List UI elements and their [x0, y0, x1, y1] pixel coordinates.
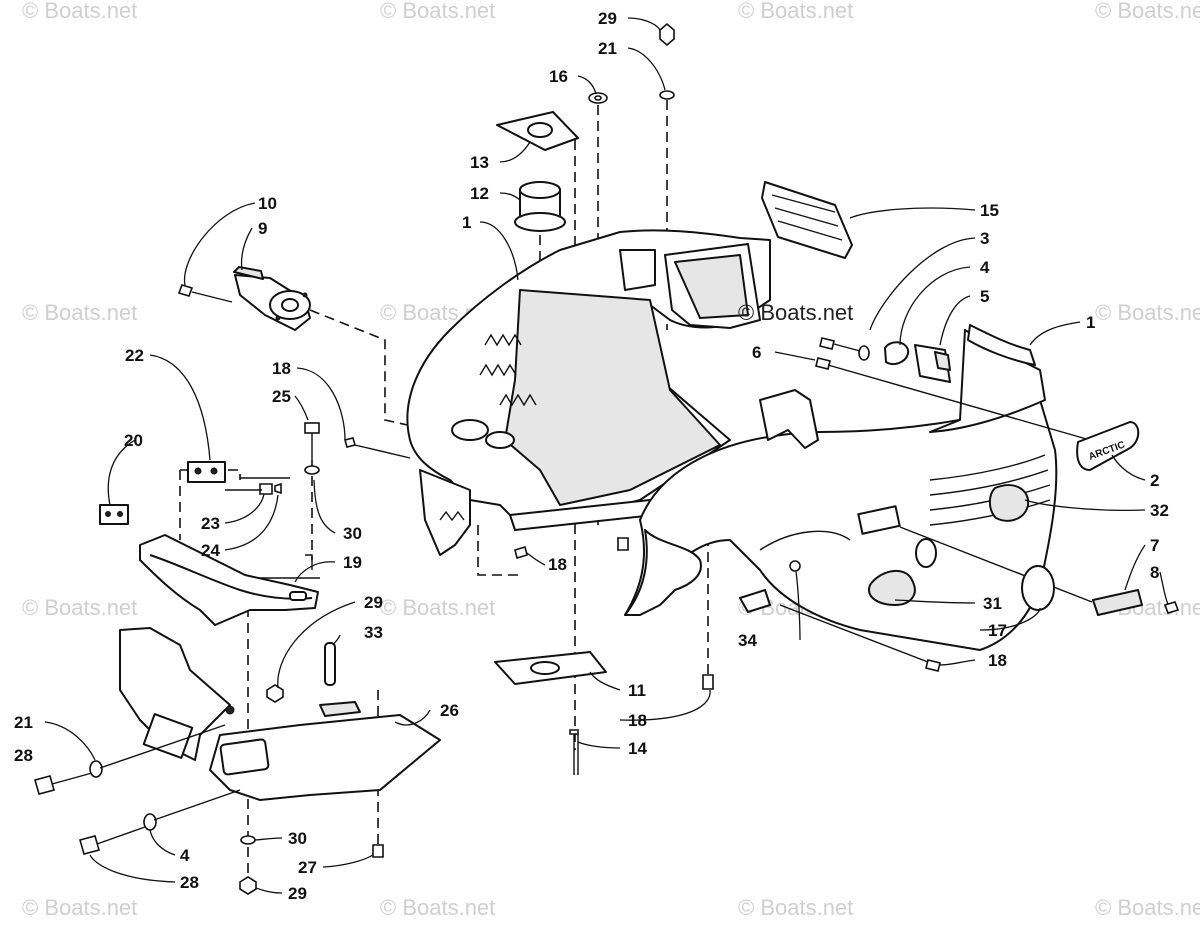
callout-label: 27: [298, 858, 317, 877]
pan-vent-frame: [664, 243, 761, 329]
callout-label: 18: [628, 711, 647, 730]
callout-label: 3: [980, 229, 989, 248]
callout-label: 9: [258, 219, 267, 238]
nose-fairing: [119, 627, 441, 801]
callout-label: 18: [988, 651, 1007, 670]
callout-label: 19: [343, 553, 362, 572]
vent-grille: [761, 181, 853, 259]
fastener-25: [304, 422, 411, 475]
side-panel: [624, 324, 1058, 651]
callout-label: 28: [14, 746, 33, 765]
watermark: © Boats.net: [738, 300, 853, 325]
callout-label: 8: [1150, 563, 1159, 582]
callout-label: 16: [549, 67, 568, 86]
callout-label: 5: [980, 287, 989, 306]
watermark: © Boats.net: [738, 0, 853, 23]
callout-label: 23: [201, 514, 220, 533]
callout-label: 29: [598, 9, 617, 28]
callout-label: 31: [983, 594, 1002, 613]
watermark: © Boats.net: [380, 895, 495, 920]
top-stack: [496, 22, 675, 232]
watermark: © Boats.net: [1095, 895, 1200, 920]
callout-label: 7: [1150, 536, 1159, 555]
callout-label: 18: [548, 555, 567, 574]
callout-label: 4: [180, 846, 190, 865]
watermark: © Boats.net: [22, 895, 137, 920]
callout-label: 1: [462, 213, 471, 232]
callout-label: 13: [470, 153, 489, 172]
bottom-plate: [494, 537, 714, 775]
callout-label: 10: [258, 194, 277, 213]
watermark: © Boats.net: [1095, 0, 1200, 23]
callout-label: 14: [628, 739, 647, 758]
watermark: © Boats.net: [22, 0, 137, 23]
callout-labels: 29 21 16 13 12 1 10 9 15 3 4 5 6 1 22 18…: [14, 9, 1169, 903]
leader-lines: [44, 17, 1169, 894]
callout-label: 26: [440, 701, 459, 720]
callout-label: 29: [288, 884, 307, 903]
callout-label: 4: [980, 258, 990, 277]
callout-label: 28: [180, 873, 199, 892]
bumper-assembly: [99, 461, 319, 626]
watermark: © Boats.net: [22, 300, 137, 325]
callout-label: 6: [752, 343, 761, 362]
callout-label: 29: [364, 593, 383, 612]
callout-label: 2: [1150, 471, 1159, 490]
callout-label: 30: [343, 524, 362, 543]
callout-label: 17: [988, 621, 1007, 640]
callout-label: 21: [598, 39, 617, 58]
callout-label: 1: [1086, 313, 1095, 332]
callout-label: 18: [272, 359, 291, 378]
watermark: © Boats.net: [380, 0, 495, 23]
callout-label: 34: [738, 631, 757, 650]
callout-label: 33: [364, 623, 383, 642]
callout-label: 11: [628, 681, 646, 700]
callout-label: 21: [14, 713, 33, 732]
callout-label: 20: [124, 431, 143, 450]
callout-label: 24: [201, 541, 220, 560]
callout-label: 15: [980, 201, 999, 220]
side-hardware: ARCTIC: [739, 337, 1180, 672]
callout-label: 12: [470, 184, 489, 203]
watermark: © Boats.net: [738, 895, 853, 920]
callout-label: 32: [1150, 501, 1169, 520]
steering-bearing: [177, 266, 311, 331]
bottom-hardware: [34, 642, 384, 895]
callout-label: 30: [288, 829, 307, 848]
callout-label: 25: [272, 387, 291, 406]
watermark: © Boats.net: [380, 595, 495, 620]
callout-label: 22: [125, 346, 144, 365]
watermark: © Boats.net: [22, 595, 137, 620]
watermark: © Boats.net: [1095, 300, 1200, 325]
